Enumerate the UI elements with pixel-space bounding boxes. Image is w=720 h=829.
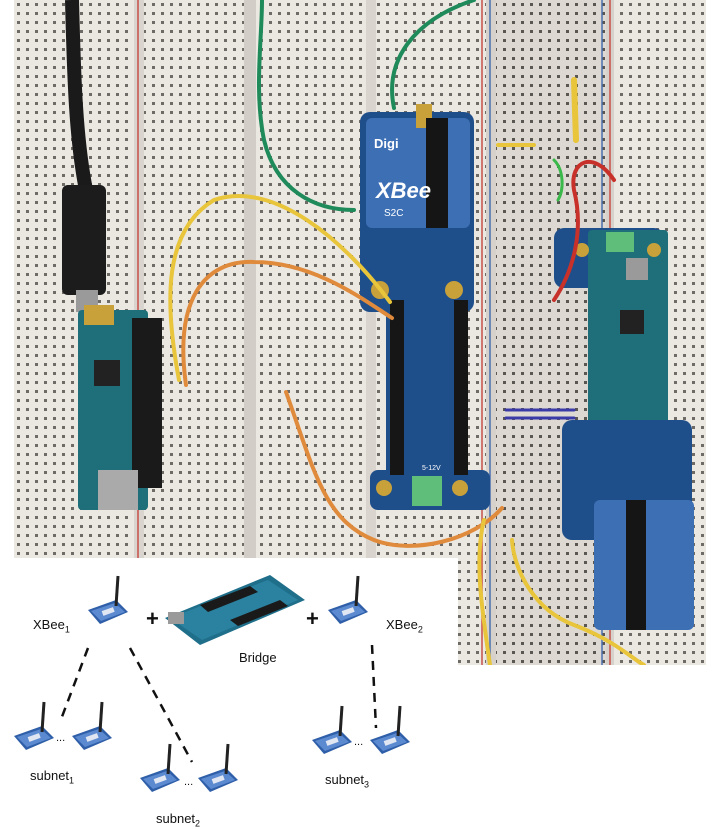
xbee1-icon (86, 574, 130, 626)
arduino-nano-left (78, 305, 162, 510)
subnet3-ellipsis: ... (354, 736, 364, 748)
xbee-model-text: S2C (384, 208, 403, 219)
subnet2-ellipsis: ... (184, 776, 194, 788)
breadboard-scene: XBee S2C Digi 5-12V (14, 0, 706, 665)
subnet1-node-a-icon (12, 700, 56, 752)
arduino-mega-bridge-icon (165, 575, 305, 645)
subnet3-label: subnet3 (325, 772, 370, 790)
usb-cable (62, 0, 106, 312)
jumper-wires (168, 0, 646, 665)
xbee2-icon (326, 574, 370, 626)
xbee-shield-right (554, 228, 694, 630)
xbee-shield-center: XBee S2C Digi 5-12V (360, 104, 490, 510)
subnet2-node-a-icon (138, 742, 182, 794)
plus-sign-left: + (146, 606, 159, 631)
subnet1-ellipsis: ... (56, 732, 66, 744)
network-diagram-right (458, 665, 720, 829)
subnet3-node-a-icon (310, 704, 354, 756)
subnet1-node-b-icon (70, 700, 114, 752)
bridge-label: Bridge (239, 650, 277, 665)
xbee1-label: XBee1 (33, 617, 70, 635)
breadboard-photo: XBee S2C Digi 5-12V (14, 0, 706, 665)
subnet2-node-b-icon (196, 742, 240, 794)
xbee2-label: XBee2 (386, 617, 423, 635)
plus-sign-right: + (306, 606, 319, 631)
xbee-module-text: XBee (374, 178, 431, 203)
digi-brand-text: Digi (374, 136, 399, 151)
subnet1-label: subnet1 (30, 768, 75, 786)
subnet2-label: subnet2 (156, 811, 201, 829)
power-label: 5-12V (422, 465, 441, 472)
network-links (58, 644, 378, 763)
